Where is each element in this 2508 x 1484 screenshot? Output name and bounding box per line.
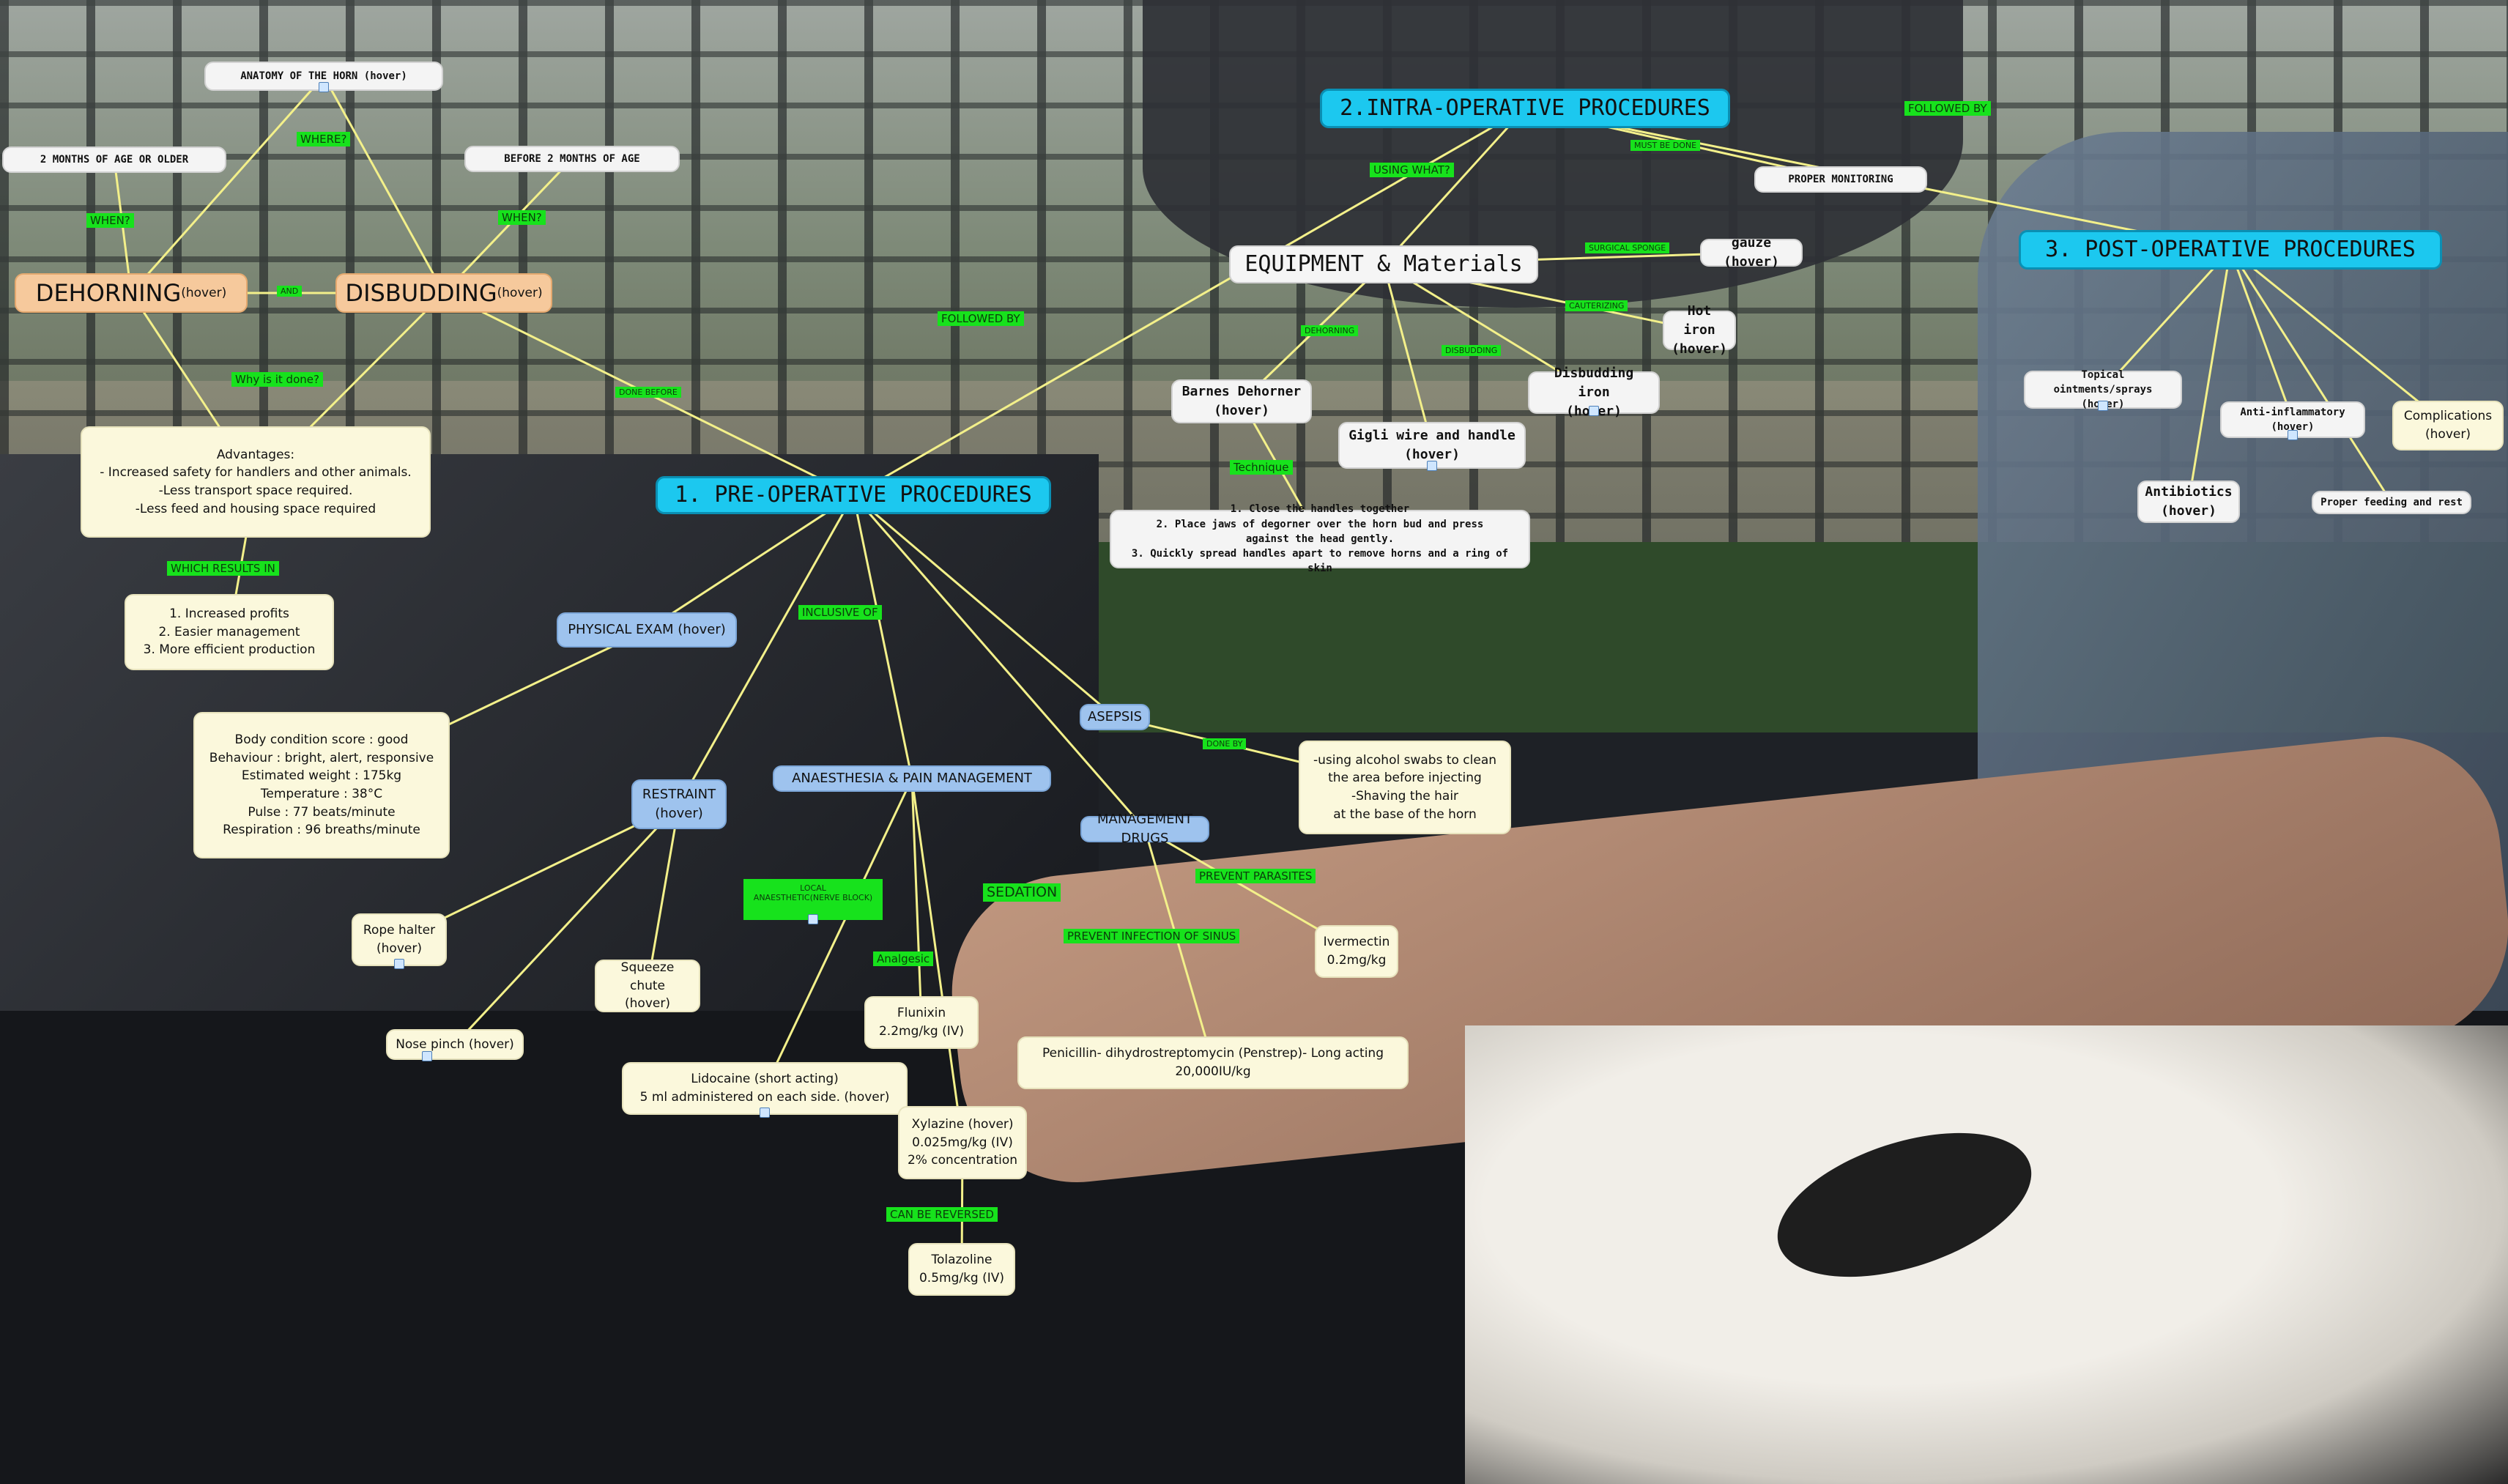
connector-equipment-to-gigli: [1382, 264, 1433, 446]
attachment-icon[interactable]: [394, 958, 404, 969]
link-phrase-cauterizing: CAUTERIZING: [1565, 300, 1628, 312]
connector-post-op-to-complications: [2230, 248, 2449, 427]
connector-intra-op-to-equipment: [1382, 107, 1526, 266]
hover-hint: (hover): [497, 285, 543, 300]
node-title: DISBUDDING: [345, 278, 497, 307]
connector-pre-op-to-anaesthesia: [852, 494, 913, 779]
link-phrase-must-be-done: MUST BE DONE: [1630, 140, 1701, 152]
node-results[interactable]: 1. Increased profits 2. Easier managemen…: [125, 594, 334, 670]
node-barnes[interactable]: Barnes Dehorner (hover): [1171, 379, 1312, 423]
connector-pre-op-to-restraint: [678, 494, 855, 805]
node-pre-op[interactable]: 1. PRE-OPERATIVE PROCEDURES: [656, 476, 1051, 514]
connector-anaesthesia-to-flunixin: [910, 778, 923, 1023]
link-phrase-done-by: DONE BY: [1203, 738, 1247, 750]
node-equipment[interactable]: EQUIPMENT & Materials: [1229, 245, 1538, 283]
node-proper-feeding[interactable]: Proper feeding and rest: [2312, 491, 2471, 514]
node-complications[interactable]: Complications (hover): [2392, 401, 2504, 450]
attachment-icon[interactable]: [319, 82, 329, 92]
hover-hint: (hover): [181, 285, 227, 300]
link-phrase-technique: Technique: [1230, 460, 1293, 475]
link-phrase-disbudding-link: DISBUDDING: [1442, 345, 1502, 357]
node-penicillin[interactable]: Penicillin- dihydrostreptomycin (Penstre…: [1017, 1036, 1409, 1089]
link-phrase-inclusive-of: INCLUSIVE OF: [798, 605, 882, 620]
node-asepsis-detail[interactable]: -using alcohol swabs to clean the area b…: [1299, 741, 1511, 834]
node-two-months-older[interactable]: 2 MONTHS OF AGE OR OLDER: [2, 146, 226, 173]
link-phrase-analgesic: Analgesic: [873, 951, 934, 966]
connector-post-op-to-anti-inflammatory: [2229, 249, 2294, 420]
connector-management-drugs-to-penicillin: [1143, 828, 1214, 1064]
node-before-two-months[interactable]: BEFORE 2 MONTHS OF AGE: [464, 146, 680, 172]
node-nose-pinch[interactable]: Nose pinch (hover): [386, 1029, 524, 1060]
node-management-drugs[interactable]: MANAGEMENT DRUGS: [1080, 812, 1209, 846]
node-lidocaine[interactable]: Lidocaine (short acting) 5 ml administer…: [622, 1062, 908, 1115]
link-phrase-when2: WHEN?: [498, 210, 546, 225]
link-phrase-local-anaesthetic: LOCAL ANAESTHETIC(NERVE BLOCK): [743, 879, 883, 920]
connector-dehorning-to-anatomy: [130, 75, 325, 294]
node-xylazine[interactable]: Xylazine (hover) 0.025mg/kg (IV) 2% conc…: [898, 1106, 1027, 1179]
attachment-icon[interactable]: [2098, 400, 2108, 411]
node-disbudding[interactable]: DISBUDDING (hover): [335, 273, 552, 313]
node-intra-op[interactable]: 2.INTRA-OPERATIVE PROCEDURES: [1320, 89, 1730, 128]
link-phrase-sedation: SEDATION: [983, 883, 1061, 902]
link-phrase-followed-by-2: FOLLOWED BY: [1904, 101, 1991, 116]
connector-post-op-to-topical: [2101, 248, 2232, 391]
node-physical-exam[interactable]: PHYSICAL EXAM (hover): [557, 612, 737, 648]
node-advantages[interactable]: Advantages: - Increased safety for handl…: [81, 426, 431, 538]
link-phrase-when1: WHEN?: [86, 213, 134, 228]
attachment-icon[interactable]: [422, 1051, 433, 1062]
attachment-icon[interactable]: [1589, 405, 1599, 416]
connector-restraint-to-rope-halter: [398, 803, 680, 941]
link-phrase-surgical-sponge: SURGICAL SPONGE: [1585, 242, 1670, 254]
background-calf-hide: [1465, 1025, 2508, 1484]
connector-restraint-to-nose-pinch: [453, 803, 680, 1046]
link-phrase-can-be-reversed: CAN BE REVERSED: [886, 1207, 998, 1222]
node-dehorning[interactable]: DEHORNING (hover): [15, 273, 248, 313]
link-phrase-where: WHERE?: [297, 132, 351, 146]
link-phrase-dehorning-link: DEHORNING: [1301, 325, 1359, 337]
node-vitals[interactable]: Body condition score : good Behaviour : …: [193, 712, 450, 858]
node-anaesthesia[interactable]: ANAESTHESIA & PAIN MANAGEMENT: [773, 765, 1051, 792]
node-tolazoline[interactable]: Tolazoline 0.5mg/kg (IV): [908, 1243, 1015, 1296]
node-asepsis[interactable]: ASEPSIS: [1080, 704, 1150, 730]
node-post-op[interactable]: 3. POST-OPERATIVE PROCEDURES: [2019, 230, 2442, 270]
connector-pre-op-to-physical-exam: [646, 494, 854, 631]
connector-disbudding-to-before-two-months: [442, 157, 574, 294]
link-phrase-done-before: DONE BEFORE: [615, 387, 681, 398]
connector-disbudding-to-anatomy: [322, 75, 445, 294]
connector-equipment-to-disbudding-iron: [1383, 263, 1595, 394]
connector-restraint-to-squeeze-chute: [646, 804, 680, 987]
link-phrase-and: AND: [277, 286, 303, 297]
node-flunixin[interactable]: Flunixin 2.2mg/kg (IV): [864, 996, 979, 1049]
link-phrase-prevent-infection: PREVENT INFECTION OF SINUS: [1064, 929, 1240, 943]
node-squeeze-chute[interactable]: Squeeze chute (hover): [595, 960, 700, 1012]
connector-post-op-to-antibiotics: [2187, 249, 2232, 502]
attachment-icon[interactable]: [808, 913, 818, 924]
attachment-icon[interactable]: [760, 1107, 770, 1118]
connector-anaesthesia-to-xylazine: [910, 778, 964, 1143]
link-phrase-prevent-parasites: PREVENT PARASITES: [1195, 869, 1316, 883]
connector-pre-op-to-asepsis: [853, 494, 1116, 719]
attachment-icon[interactable]: [2288, 429, 2298, 440]
link-phrase-why: Why is it done?: [231, 372, 323, 387]
link-phrase-using-what: USING WHAT?: [1370, 163, 1454, 177]
node-technique[interactable]: 1. Close the handles together 2. Place j…: [1110, 503, 1530, 574]
node-restraint[interactable]: RESTRAINT (hover): [631, 779, 727, 829]
node-ivermectin[interactable]: Ivermectin 0.2mg/kg: [1315, 925, 1398, 978]
attachment-icon[interactable]: [1427, 461, 1437, 472]
node-proper-monitoring[interactable]: PROPER MONITORING: [1754, 166, 1927, 193]
node-hot-iron[interactable]: Hot iron (hover): [1663, 303, 1736, 357]
link-phrase-followed-by-1: FOLLOWED BY: [938, 311, 1024, 326]
node-title: DEHORNING: [35, 278, 182, 307]
connector-anaesthesia-to-lidocaine: [763, 778, 913, 1089]
node-gauze[interactable]: gauze (hover): [1700, 235, 1803, 270]
connector-post-op-to-proper-feeding: [2229, 249, 2393, 503]
connector-pre-op-to-management-drugs: [852, 494, 1146, 830]
link-phrase-which-results: WHICH RESULTS IN: [167, 561, 279, 576]
node-antibiotics[interactable]: Antibiotics (hover): [2137, 481, 2240, 523]
